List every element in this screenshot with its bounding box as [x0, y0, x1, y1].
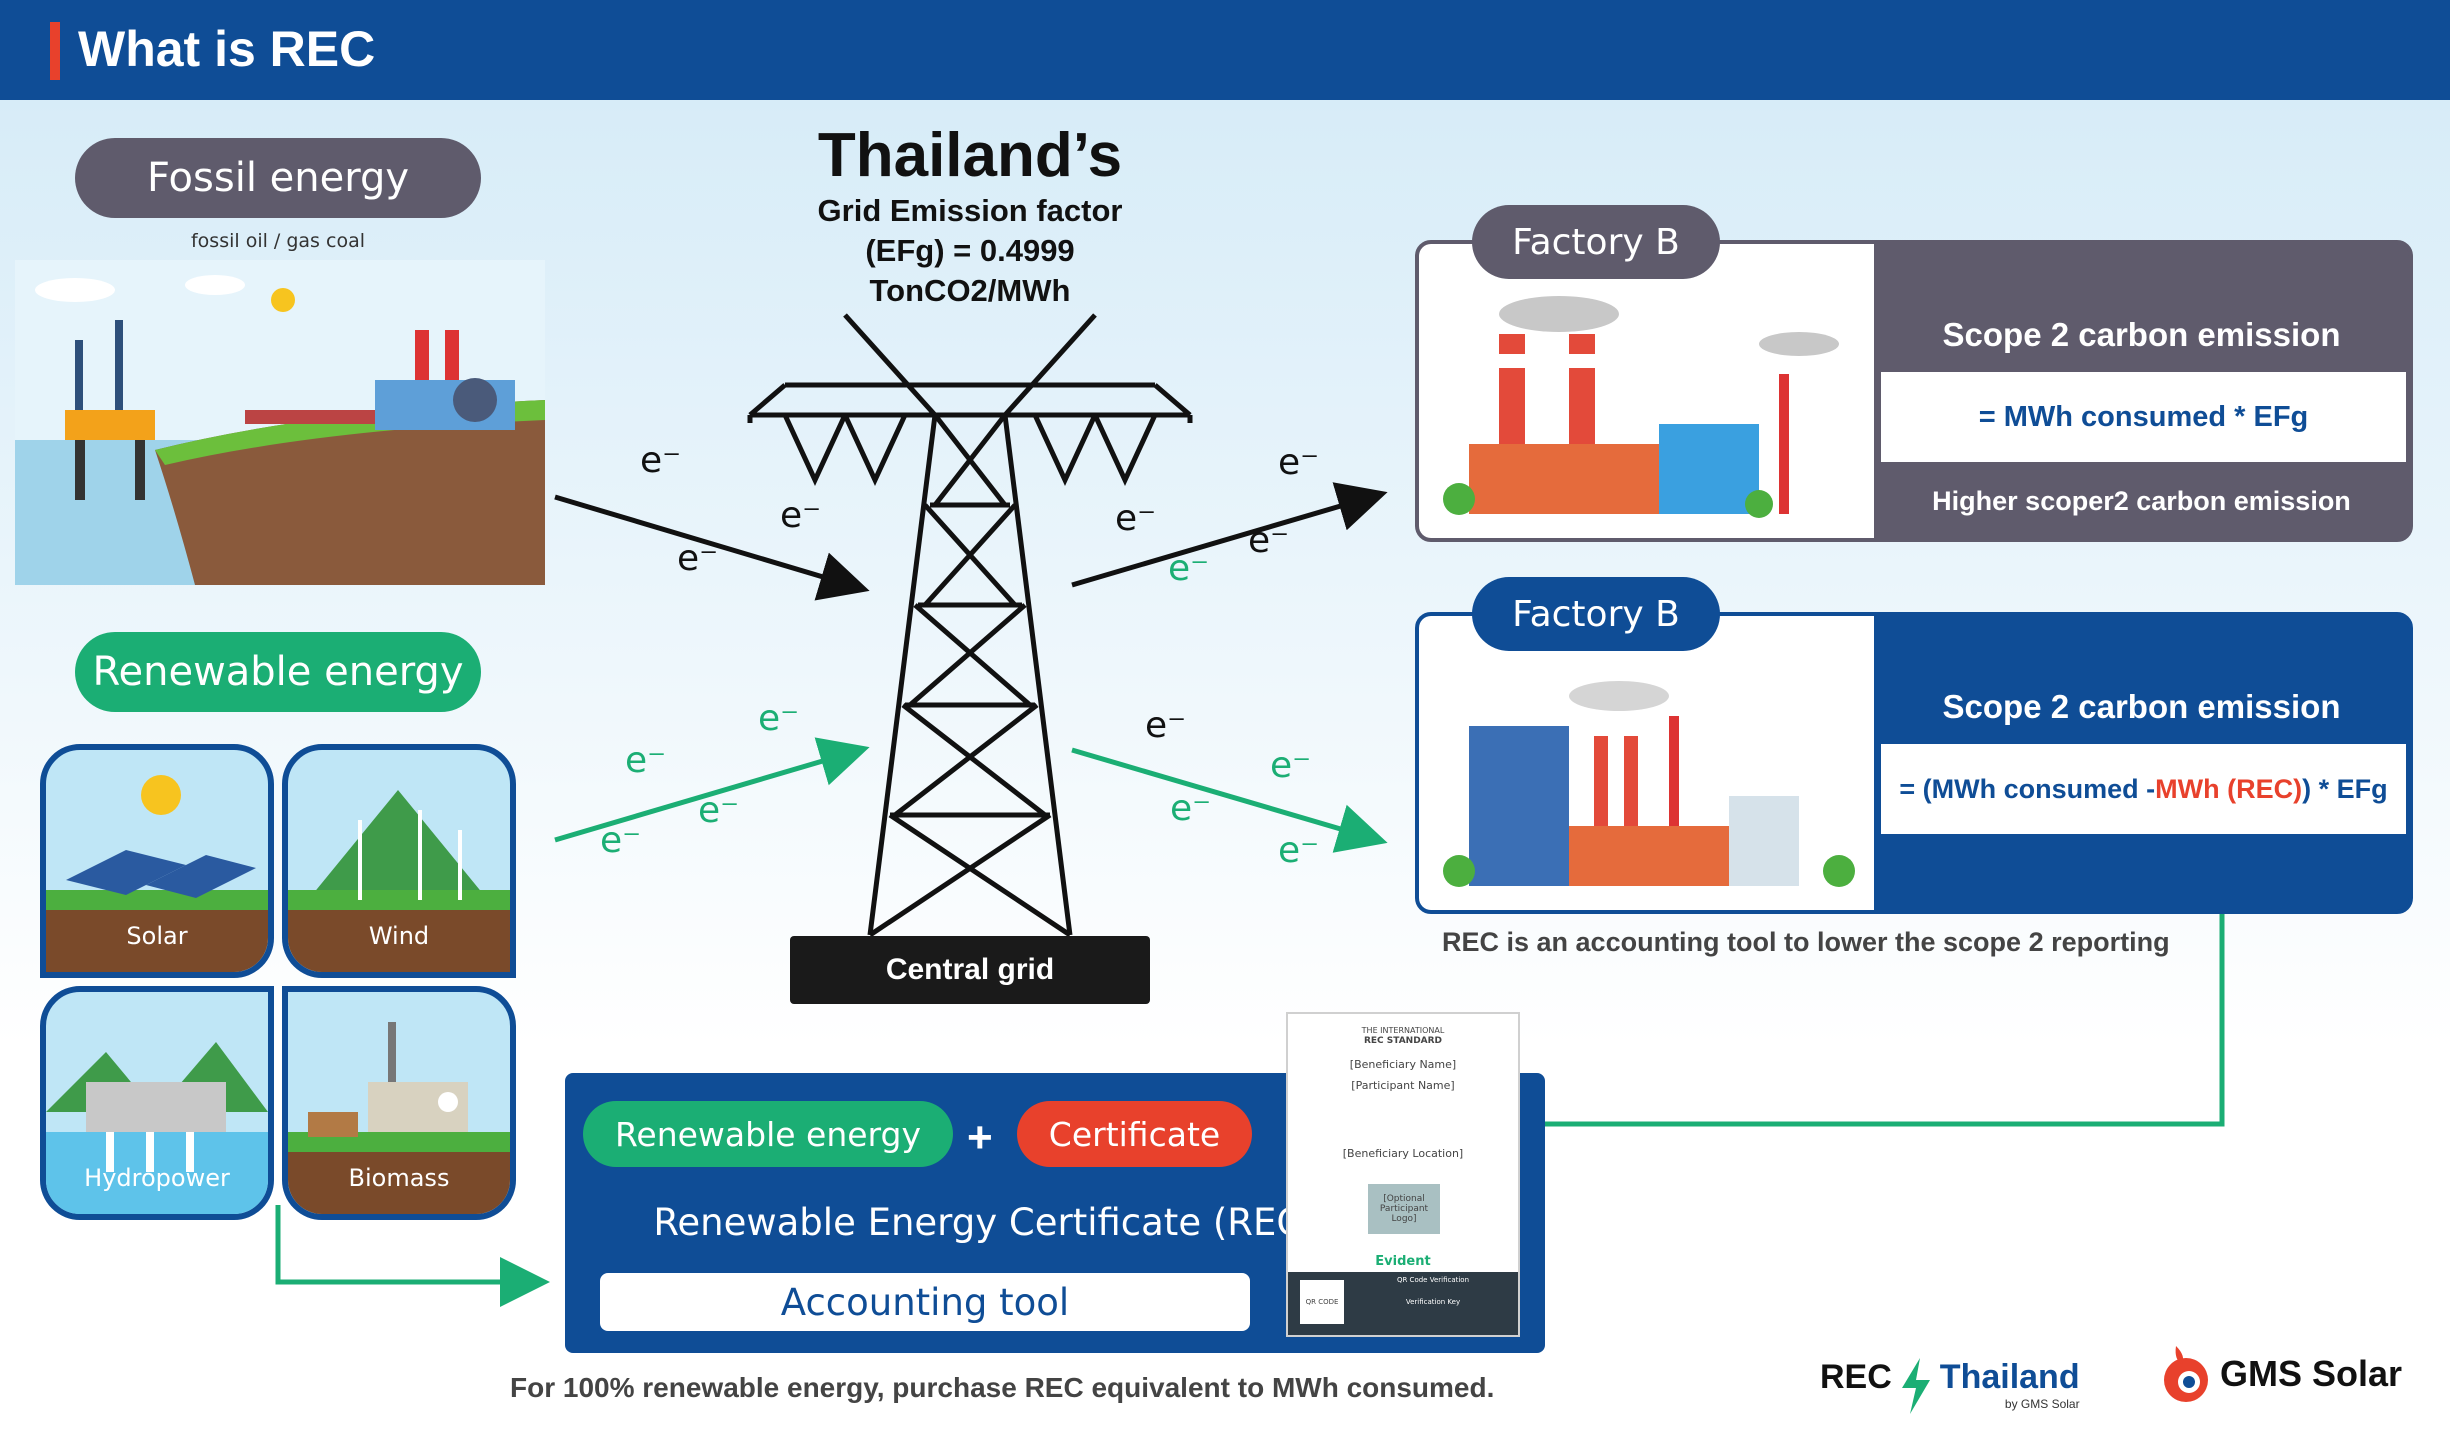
electron: e⁻ — [1170, 788, 1212, 829]
electron: e⁻ — [640, 440, 682, 481]
gms-flame-icon — [2164, 1346, 2208, 1402]
rec-certificate-document: THE INTERNATIONAL REC STANDARD [Benefici… — [1286, 1012, 1520, 1337]
renewable-to-grid-arrow — [554, 737, 870, 843]
electron: e⁻ — [1248, 520, 1290, 561]
efg-line-3: TonCO2/MWh — [869, 273, 1071, 308]
page-title: What is REC — [78, 21, 376, 77]
factory-bottom-label: Factory B — [1472, 577, 1720, 651]
solar-tile: Solar — [40, 744, 274, 978]
electron: e⁻ — [1145, 705, 1187, 746]
rec-renewable-pill: Renewable energy — [583, 1101, 953, 1167]
cert-location: [Beneficiary Location] — [1342, 1147, 1464, 1160]
rec-title: Renewable Energy Certificate (REC) — [653, 1201, 1317, 1244]
fossil-subtitle: fossil oil / gas coal — [190, 230, 365, 252]
cert-footer-band: QR CODE QR Code Verification Verificatio… — [1288, 1272, 1518, 1335]
renewable-energy-pill: Renewable energy — [75, 632, 481, 712]
cert-beneficiary: [Beneficiary Name] — [1349, 1058, 1457, 1071]
biomass-illustration — [288, 1022, 510, 1214]
grid-to-factory-bottom-arrow — [1071, 747, 1388, 853]
qr-code-icon: QR CODE — [1300, 1280, 1344, 1324]
header-bar: What is REC — [0, 0, 2450, 100]
electron: e⁻ — [625, 740, 667, 781]
grid-emission-factor: Thailand’s Grid Emission factor (EFg) = … — [720, 120, 1220, 311]
fossil-factory-icon — [1443, 296, 1839, 518]
fossil-illustration — [15, 260, 545, 585]
hydro-illustration — [46, 1042, 268, 1214]
rec-thailand-logo: REC Thailand by GMS Solar — [1820, 1358, 2080, 1414]
cert-org-line1: THE INTERNATIONAL — [1361, 1026, 1445, 1035]
electron: e⁻ — [677, 538, 719, 579]
efg-line-1: Grid Emission factor — [817, 193, 1123, 228]
electron: e⁻ — [1278, 442, 1320, 483]
electron: e⁻ — [780, 495, 822, 536]
wind-illustration — [288, 790, 510, 972]
accounting-tool-label: Accounting tool — [600, 1273, 1250, 1331]
factory-top-scope: Scope 2 carbon emission — [1942, 316, 2341, 353]
hydropower-label: Hydropower — [84, 1164, 230, 1192]
fossil-energy-pill: Fossil energy — [75, 138, 481, 218]
efg-line-2: (EFg) = 0.4999 — [865, 233, 1075, 268]
formula-part-c: ) * EFg — [2302, 773, 2388, 804]
efg-title: Thailand’s — [817, 121, 1123, 190]
rec-thailand-wordmark: Thailand by GMS Solar — [1940, 1358, 2080, 1411]
electron: e⁻ — [600, 820, 642, 861]
biomass-tile: Biomass — [282, 986, 516, 1220]
electron: e⁻ — [698, 790, 740, 831]
factory-bottom-image — [1419, 616, 1874, 910]
factory-bottom-formula: = (MWh consumed - MWh (REC)) * EFg — [1881, 744, 2406, 834]
solar-label: Solar — [126, 922, 188, 950]
central-grid-label: Central grid — [790, 936, 1150, 1004]
factory-bottom-scope: Scope 2 carbon emission — [1942, 688, 2341, 725]
gms-solar-logo: GMS Solar — [2158, 1342, 2402, 1406]
electron: e⁻ — [1270, 745, 1312, 786]
fossil-to-grid-arrow — [554, 494, 870, 601]
cert-participant: [Participant Name] — [1351, 1079, 1455, 1092]
lightning-icon — [1901, 1358, 1930, 1414]
electron: e⁻ — [1278, 830, 1320, 871]
plus-icon: + — [967, 1113, 993, 1162]
hydropower-tile: Hydropower — [40, 986, 274, 1220]
cert-evident: Evident — [1375, 1254, 1431, 1269]
rec-logo-text: REC — [1820, 1358, 1892, 1396]
transmission-tower-icon — [747, 313, 1193, 938]
wind-tile: Wind — [282, 744, 516, 978]
biomass-label: Biomass — [348, 1164, 450, 1192]
rec-to-formula-arrow — [1545, 810, 2247, 1127]
electron: e⁻ — [758, 698, 800, 739]
formula-rec-term: MWh (REC) — [2155, 773, 2303, 804]
cert-qr-title: QR Code Verification — [1396, 1276, 1470, 1284]
factory-bottom-card: Scope 2 carbon emission = (MWh consumed … — [1415, 612, 2413, 914]
cert-verification: Verification Key — [1405, 1298, 1461, 1306]
footer-caption: For 100% renewable energy, purchase REC … — [510, 1372, 1495, 1403]
formula-part-a: = (MWh consumed - — [1899, 773, 2156, 804]
wind-label: Wind — [368, 922, 430, 950]
thailand-logo-text: Thailand — [1939, 1358, 2080, 1396]
rec-accounting-caption: REC is an accounting tool to lower the s… — [1442, 927, 2170, 957]
rec-thailand-sub: by GMS Solar — [2004, 1397, 2080, 1411]
factory-top-formula: = MWh consumed * EFg — [1881, 372, 2406, 462]
factory-top-note: Higher scoper2 carbon emission — [1932, 486, 2351, 516]
electron: e⁻ — [1115, 498, 1157, 539]
gms-logo-text: GMS Solar — [2220, 1353, 2403, 1394]
rec-certificate-pill: Certificate — [1017, 1101, 1252, 1167]
factory-top-card: Scope 2 carbon emission = MWh consumed *… — [1415, 240, 2413, 542]
cert-logo-placeholder: [Optional Participant Logo] — [1368, 1184, 1440, 1234]
factory-top-label: Factory B — [1472, 205, 1720, 279]
header-accent — [50, 22, 60, 80]
renewable-to-rec-arrow — [275, 1205, 550, 1307]
solar-illustration — [46, 775, 268, 972]
factory-top-image — [1419, 244, 1874, 538]
green-factory-icon — [1443, 681, 1855, 887]
cert-org-line2: REC STANDARD — [1363, 1036, 1443, 1046]
grid-to-factory-top-arrow — [1071, 482, 1388, 588]
electron: e⁻ — [1168, 548, 1210, 589]
